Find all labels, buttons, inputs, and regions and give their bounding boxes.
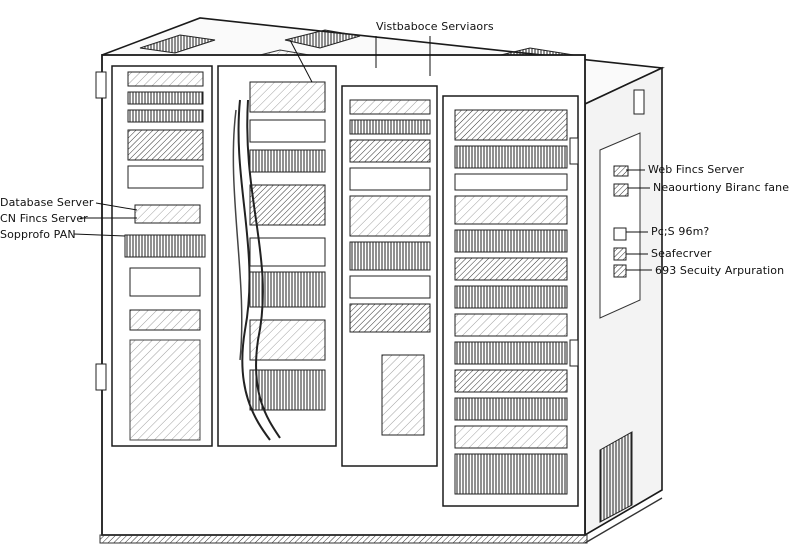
bay1-servers xyxy=(124,71,206,441)
side-panel-ports xyxy=(613,165,629,278)
bay2-servers xyxy=(232,81,326,441)
label-web-fincs-server: Web Fincs Server xyxy=(648,163,744,176)
leader-lines xyxy=(73,36,652,271)
label-neaourtiony: Neaourtiony Biranc fane xyxy=(653,181,790,194)
door-hinges xyxy=(95,71,579,391)
label-pcs-96m: Pc;S 96m? xyxy=(651,225,710,238)
label-top: Vistbaboce Serviaors xyxy=(376,20,494,33)
label-sopprofo-pan: Sopprofo PAN xyxy=(0,228,76,241)
cabinet-base xyxy=(99,534,588,544)
label-693-secuity: 693 Secuity Arpuration xyxy=(655,264,785,277)
label-seafecrver: Seafecrver xyxy=(651,247,712,260)
bay3-servers xyxy=(349,99,431,436)
label-cn-fincs-server: CN Fincs Server xyxy=(0,212,88,225)
bay4-servers xyxy=(454,109,568,495)
label-database-server: Database Server xyxy=(0,196,94,209)
